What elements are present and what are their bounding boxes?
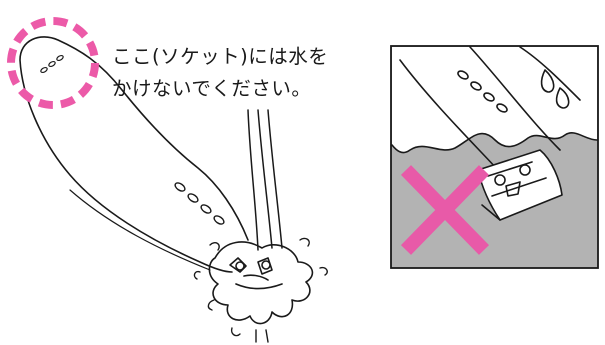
brush-head-splash (208, 241, 314, 325)
caption-line-1: ここ(ソケット)には水を (112, 45, 329, 68)
warning-caption: ここ(ソケット)には水を かけないでください。 (112, 41, 328, 105)
splash-droplets (193, 237, 328, 343)
caption-line-2: かけないでください。 (112, 77, 312, 100)
handle-dots (174, 182, 225, 225)
indicator-dots (40, 54, 64, 74)
brush-handle-illustration (19, 36, 328, 343)
brush-handle-outline (19, 36, 249, 273)
water-stream (247, 109, 283, 251)
cross-mark-icon (400, 165, 490, 255)
socket-highlight-circle (7, 17, 99, 109)
inset-panel (390, 45, 599, 269)
